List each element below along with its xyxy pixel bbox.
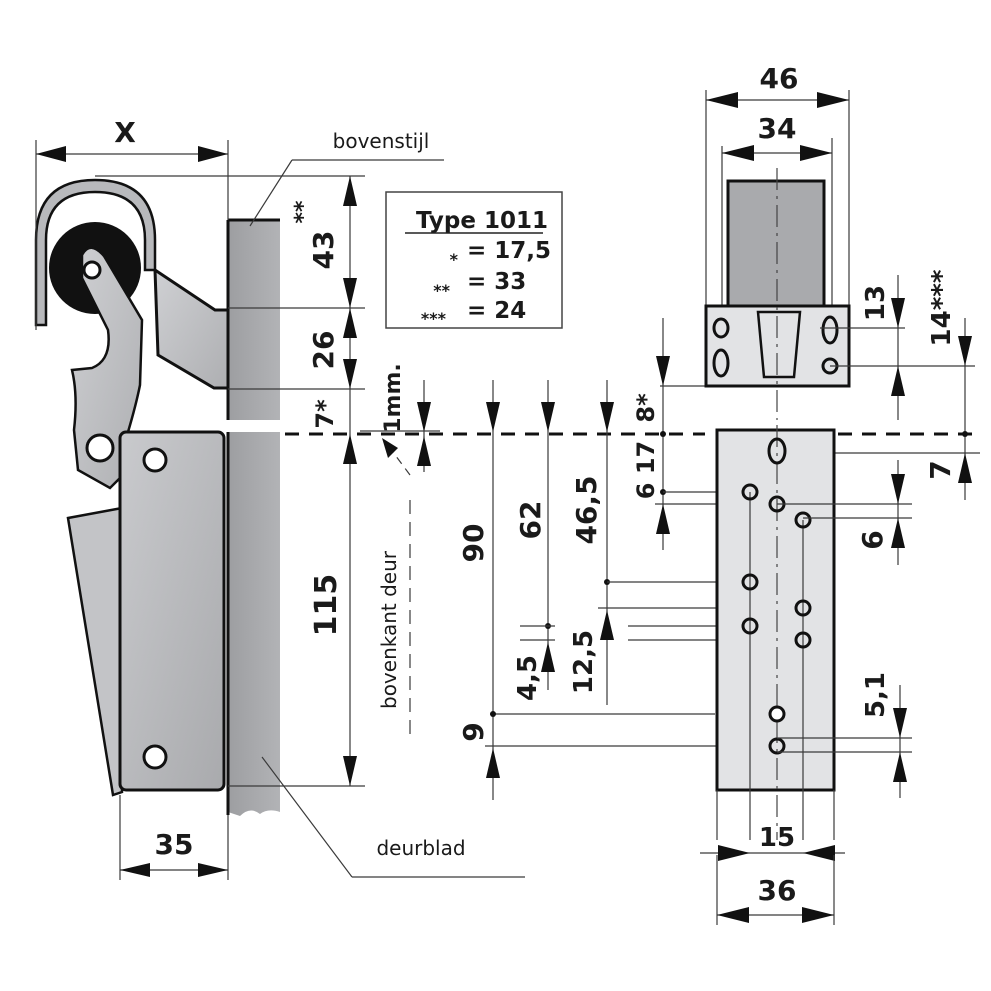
dim-15-36: 15 36: [700, 823, 845, 925]
bovenstijl-label: bovenstijl: [333, 129, 430, 153]
legend-title: Type 1011: [416, 208, 548, 234]
dim-46-label: 46: [760, 62, 799, 95]
legend-mark: ***: [421, 309, 447, 328]
dim-6: 6: [777, 460, 912, 565]
dim-43-mark: **: [291, 200, 316, 224]
screw-hole: [142, 744, 168, 770]
dim-43-label: 43: [307, 231, 340, 270]
frame-top-rail: [228, 220, 280, 420]
mounting-plate: [715, 425, 836, 840]
dim-90-label: 90: [457, 524, 490, 563]
door-top-leader: bovenkant deur: [377, 438, 411, 740]
dim-x: X: [36, 116, 228, 162]
dim-15-label: 15: [759, 823, 795, 853]
screw-hole: [142, 447, 168, 473]
closer-wedge: [66, 506, 124, 797]
legend-value: = 17,5: [467, 238, 551, 264]
dim-4-5-label: 4,5: [513, 655, 543, 701]
dim-13-label: 13: [861, 285, 891, 321]
dim-35-label: 35: [155, 828, 194, 861]
dim-36-label: 36: [758, 874, 797, 907]
bovenstijl-callout: bovenstijl: [249, 129, 444, 227]
legend-mark: **: [433, 281, 450, 300]
dim-12-5-label: 12,5: [569, 630, 599, 694]
legend-value: = 33: [467, 269, 526, 295]
dim-vertical-stack: 43 ** 26 7* 115: [291, 176, 357, 786]
bracket-block: [726, 179, 826, 311]
arm-bracket-front-view: [704, 90, 851, 420]
lever-arm: [70, 246, 144, 490]
dim-26-label: 26: [307, 331, 340, 370]
dim-6-label: 6: [856, 530, 889, 549]
dim-1mm-label: 1mm.: [381, 363, 406, 433]
bovenkant-deur-label: bovenkant deur: [377, 550, 401, 709]
dim-5-1: 5,1: [777, 672, 912, 798]
closer-body: [118, 430, 226, 792]
closer-side-view: [34, 178, 280, 816]
dim-8-label: 8*: [632, 393, 660, 423]
dim-9-label: 9: [457, 722, 490, 741]
dim-1mm: 1mm.: [360, 363, 440, 472]
dim-46-5-label: 46,5: [570, 475, 603, 544]
dim-5-1-label: 5,1: [861, 672, 891, 718]
dim-62-label: 62: [514, 501, 547, 540]
deurblad-label: deurblad: [376, 836, 465, 860]
dim-7b-label: 7: [924, 460, 957, 479]
dim-x-label: X: [114, 116, 136, 149]
door-leaf: [228, 432, 280, 816]
type-legend: Type 1011 * = 17,5 ** = 33 *** = 24: [385, 191, 563, 329]
deurblad-callout: deurblad: [261, 756, 525, 878]
dim-7-label: 7*: [311, 399, 339, 429]
extension-lines: [35, 140, 365, 880]
hook-arm: [34, 178, 157, 327]
dim-115-label: 115: [309, 574, 344, 637]
dim-8-6-17: 8* 6 17: [632, 318, 775, 550]
dim-6-17-label: 6 17: [632, 441, 660, 499]
legend-mark: *: [450, 250, 459, 269]
dim-35: 35: [120, 828, 228, 877]
frame-bracket: [153, 267, 230, 390]
legend-value: = 24: [467, 298, 526, 324]
dim-46-34: 46 34: [706, 62, 849, 161]
dim-13-14: 13 14*** 7: [760, 269, 980, 500]
dim-34-label: 34: [758, 112, 797, 145]
dim-14-label: 14***: [927, 269, 957, 346]
